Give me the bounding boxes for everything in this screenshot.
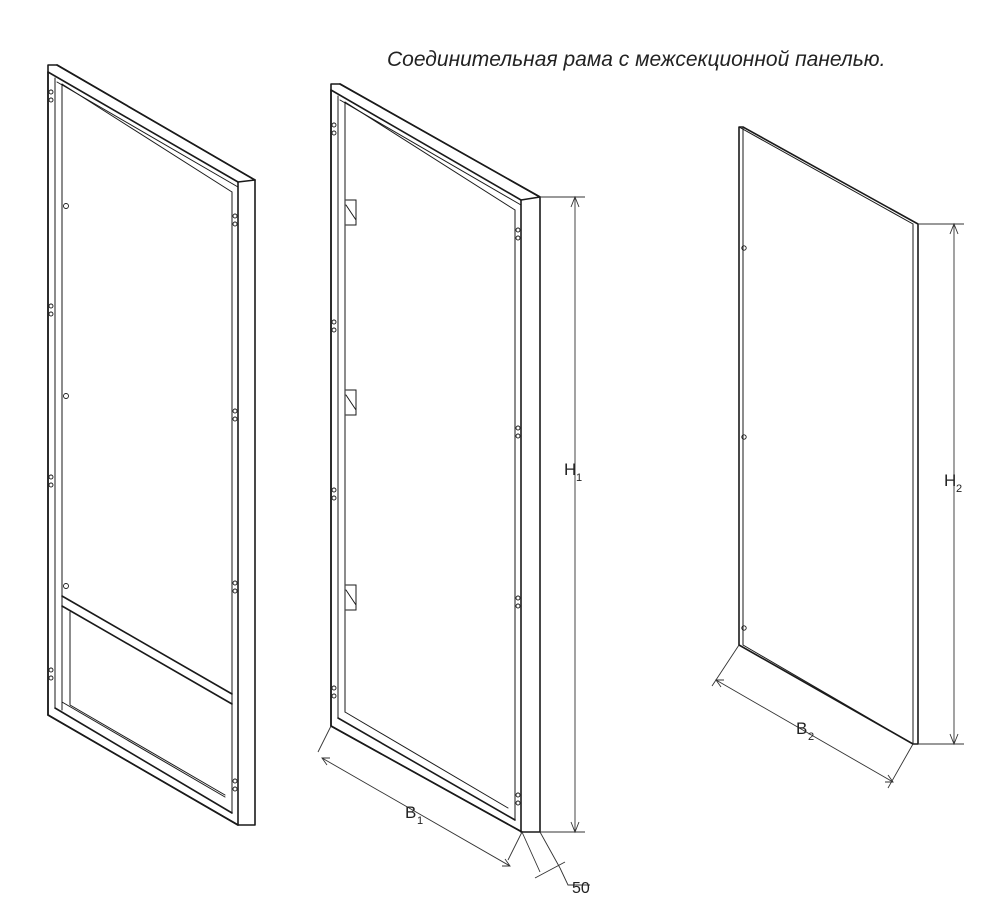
dimension-h1: H 1 (540, 195, 585, 834)
dimension-h2: H 2 (918, 222, 964, 746)
middle-frame (330, 83, 541, 833)
b1-label: B (405, 803, 416, 822)
b1-subscript: 1 (417, 815, 423, 827)
dimension-b1: B 1 (317, 725, 523, 867)
h1-subscript: 1 (576, 472, 582, 484)
h2-label: H (944, 471, 956, 490)
dimension-b2: B 2 (711, 644, 914, 789)
h2-subscript: 2 (956, 483, 962, 495)
drawing-title: Соединительная рама с межсекционной пане… (387, 48, 885, 71)
h1-label: H (564, 460, 576, 479)
b2-subscript: 2 (808, 731, 814, 743)
left-frame (47, 64, 256, 826)
dimension-depth: 50 (521, 831, 590, 897)
right-panel (738, 126, 919, 745)
b2-label: B (796, 719, 807, 738)
depth-label: 50 (572, 880, 590, 897)
